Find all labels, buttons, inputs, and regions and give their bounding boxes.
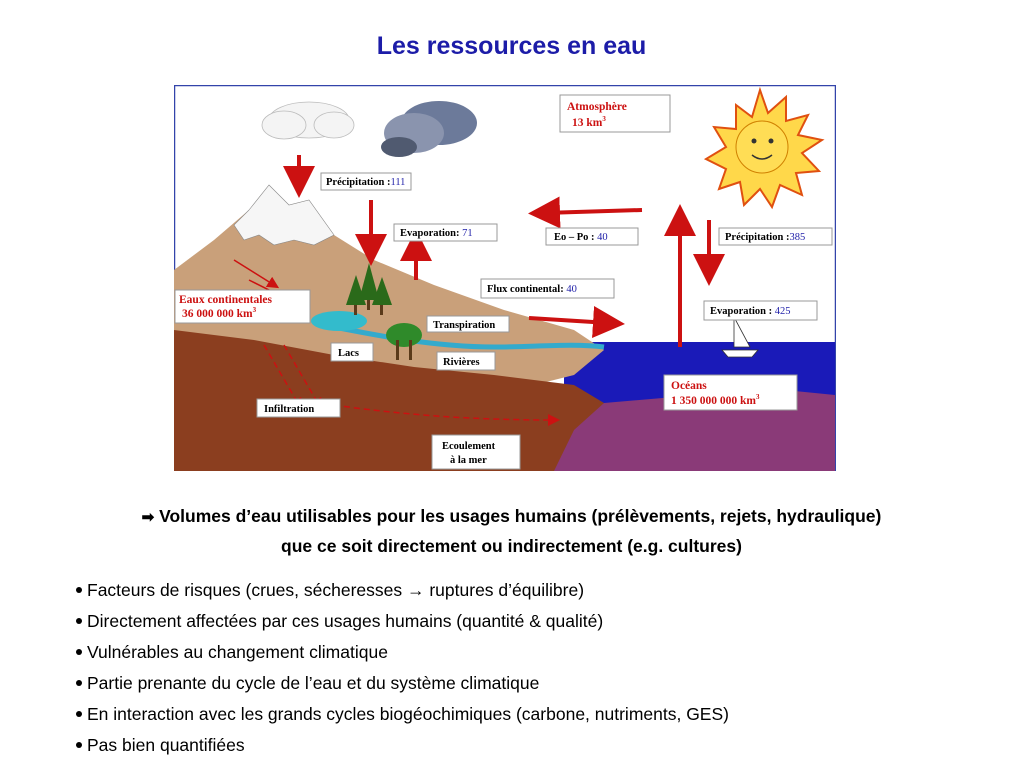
svg-text:1 350 000 000 km3: 1 350 000 000 km3: [671, 393, 760, 407]
label-evaporation-land: Evaporation: 71: [393, 223, 498, 242]
svg-text:à la mer: à la mer: [450, 455, 487, 466]
sun-icon: [703, 86, 825, 210]
label-ecoulement: Ecoulement à la mer: [431, 434, 521, 470]
label-precipitation-ocean: Précipitation :385: [718, 227, 833, 246]
bullet-item: Directement affectées par ces usages hum…: [73, 606, 729, 637]
label-flux-continental: Flux continental: 40: [480, 278, 615, 299]
svg-text:Précipitation :111: Précipitation :111: [326, 177, 405, 188]
bullet-dot-icon: [76, 617, 82, 624]
label-lacs: Lacs: [330, 342, 374, 362]
label-rivieres: Rivières: [436, 351, 496, 371]
svg-text:Océans: Océans: [671, 380, 707, 392]
headline-line-1: ➡ Volumes d’eau utilisables pour les usa…: [0, 502, 1023, 532]
bullet-list: Facteurs de risques (crues, sécheresses …: [73, 575, 729, 761]
svg-text:Evaporation : 425: Evaporation : 425: [710, 306, 791, 317]
svg-text:Eaux continentales: Eaux continentales: [179, 294, 272, 306]
svg-text:Transpiration: Transpiration: [433, 320, 495, 331]
bullet-item: Vulnérables au changement climatique: [73, 637, 729, 668]
arrow-right-icon: ➡: [141, 509, 155, 526]
river: [323, 322, 605, 350]
label-precipitation-land: Précipitation :111: [320, 172, 412, 191]
sailboat-icon: [721, 316, 759, 358]
svg-text:Flux continental: 40: Flux continental: 40: [487, 284, 577, 295]
trees: [346, 263, 422, 360]
svg-text:Eo – Po : 40: Eo – Po : 40: [554, 232, 608, 243]
label-evaporation-ocean: Evaporation : 425: [703, 300, 818, 321]
svg-text:Précipitation :385: Précipitation :385: [725, 232, 805, 243]
bullet-item: Partie prenante du cycle de l’eau et du …: [73, 668, 729, 699]
bullet-dot-icon: [76, 679, 82, 686]
snow-cap: [233, 184, 335, 246]
svg-text:13 km3: 13 km3: [572, 115, 606, 129]
svg-text:Ecoulement: Ecoulement: [442, 441, 496, 452]
cloud-white: [261, 101, 355, 140]
label-eo-po: Eo – Po : 40: [545, 227, 639, 246]
label-atmosphere: Atmosphère 13 km3: [559, 94, 671, 133]
svg-text:Infiltration: Infiltration: [264, 404, 314, 415]
svg-text:Lacs: Lacs: [338, 348, 359, 359]
page-title: Les ressources en eau: [376, 32, 647, 60]
bullet-item: Facteurs de risques (crues, sécheresses …: [73, 575, 729, 606]
label-oceans: Océans 1 350 000 000 km3: [663, 374, 798, 411]
svg-text:Atmosphère: Atmosphère: [567, 101, 627, 113]
headline-line-2: que ce soit directement ou indirectement…: [281, 536, 742, 556]
bullet-dot-icon: [76, 710, 82, 717]
svg-text:Evaporation: 71: Evaporation: 71: [400, 228, 473, 239]
label-infiltration: Infiltration: [256, 398, 341, 418]
bullet-dot-icon: [76, 648, 82, 655]
bullet-item: En interaction avec les grands cycles bi…: [73, 699, 729, 730]
label-eaux-continentales: Eaux continentales 36 000 000 km3: [174, 289, 311, 324]
flow-arrows: [283, 155, 725, 347]
lake: [311, 311, 367, 331]
headline-text-1: Volumes d’eau utilisables pour les usage…: [159, 506, 882, 526]
cloud-dark: [381, 101, 477, 157]
headline: ➡ Volumes d’eau utilisables pour les usa…: [0, 502, 1023, 561]
bullet-item: Pas bien quantifiées: [73, 730, 729, 761]
underground-flow: [263, 344, 560, 426]
svg-text:36 000 000 km3: 36 000 000 km3: [182, 306, 257, 320]
bullet-dot-icon: [76, 586, 82, 593]
bullet-dot-icon: [76, 741, 82, 748]
svg-text:Rivières: Rivières: [443, 357, 480, 368]
label-transpiration: Transpiration: [426, 315, 510, 333]
water-cycle-diagram: Atmosphère 13 km3 Précipitation :111 Eva…: [174, 85, 836, 471]
